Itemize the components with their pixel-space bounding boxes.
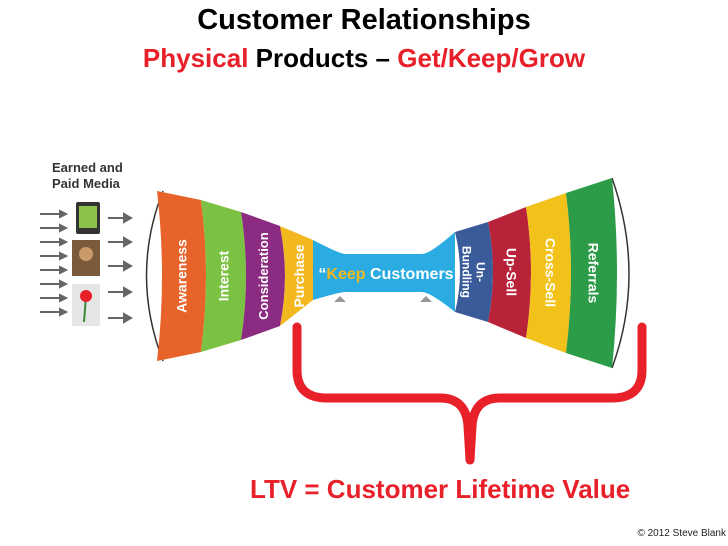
photo-media-icon	[72, 240, 100, 276]
keep-customers-label: “Keep Customers”	[318, 266, 461, 283]
incoming-arrows-icon	[40, 209, 134, 324]
customers-word: Customers	[366, 266, 454, 283]
page-subtitle: Physical Products – Get/Keep/Grow	[0, 43, 728, 74]
grow-segment-crosssell	[526, 193, 571, 353]
grow-segment-upsell	[488, 207, 531, 338]
grow-funnel: Un-Bundling Up-Sell Cross-Sell Referrals	[455, 177, 630, 369]
keep-word: Keep	[326, 266, 365, 283]
copyright: © 2012 Steve Blank	[637, 528, 726, 539]
grow-label-referrals: Referrals	[585, 243, 601, 304]
keep-quote-close: ”	[454, 266, 462, 283]
get-label-awareness: Awareness	[174, 239, 190, 313]
get-label-consideration: Consideration	[256, 232, 271, 319]
keep-arrow-left-icon	[334, 296, 346, 302]
get-segment-awareness	[157, 191, 206, 361]
media-label-line2: Paid Media	[52, 176, 120, 191]
ltv-brace	[292, 322, 647, 465]
grow-funnel-rim	[611, 177, 630, 369]
flower-media-icon	[72, 284, 100, 326]
get-label-purchase: Purchase	[291, 244, 307, 307]
grow-segment-referrals	[566, 178, 617, 368]
keep-tube: “Keep Customers”	[313, 232, 462, 312]
get-funnel: Awareness Interest Consideration Purchase	[145, 190, 318, 362]
grow-label-unbundling: Un-Bundling	[460, 246, 488, 298]
subtitle-physical: Physical	[142, 43, 249, 73]
grow-label-crosssell: Cross-Sell	[542, 238, 558, 307]
media-label-line1: Earned and	[52, 160, 123, 175]
get-segment-purchase	[280, 226, 318, 326]
page-title: Customer Relationships	[197, 4, 531, 36]
subtitle-get-keep-grow: Get/Keep/Grow	[397, 43, 586, 73]
media-label: Earned and Paid Media	[52, 160, 142, 192]
subtitle-products: Products –	[248, 43, 398, 73]
ltv-label: LTV = Customer Lifetime Value	[250, 474, 631, 504]
get-segment-consideration	[241, 212, 285, 340]
media-thumbnails	[72, 202, 100, 326]
get-label-interest: Interest	[216, 250, 232, 301]
tablet-media-icon	[76, 202, 100, 234]
get-segment-interest	[201, 200, 246, 352]
grow-segment-unbundling	[455, 222, 493, 322]
get-funnel-back	[145, 190, 164, 362]
grow-label-upsell: Up-Sell	[503, 248, 519, 296]
keep-arrow-right-icon	[420, 296, 432, 302]
keep-quote-open: “	[318, 266, 326, 283]
